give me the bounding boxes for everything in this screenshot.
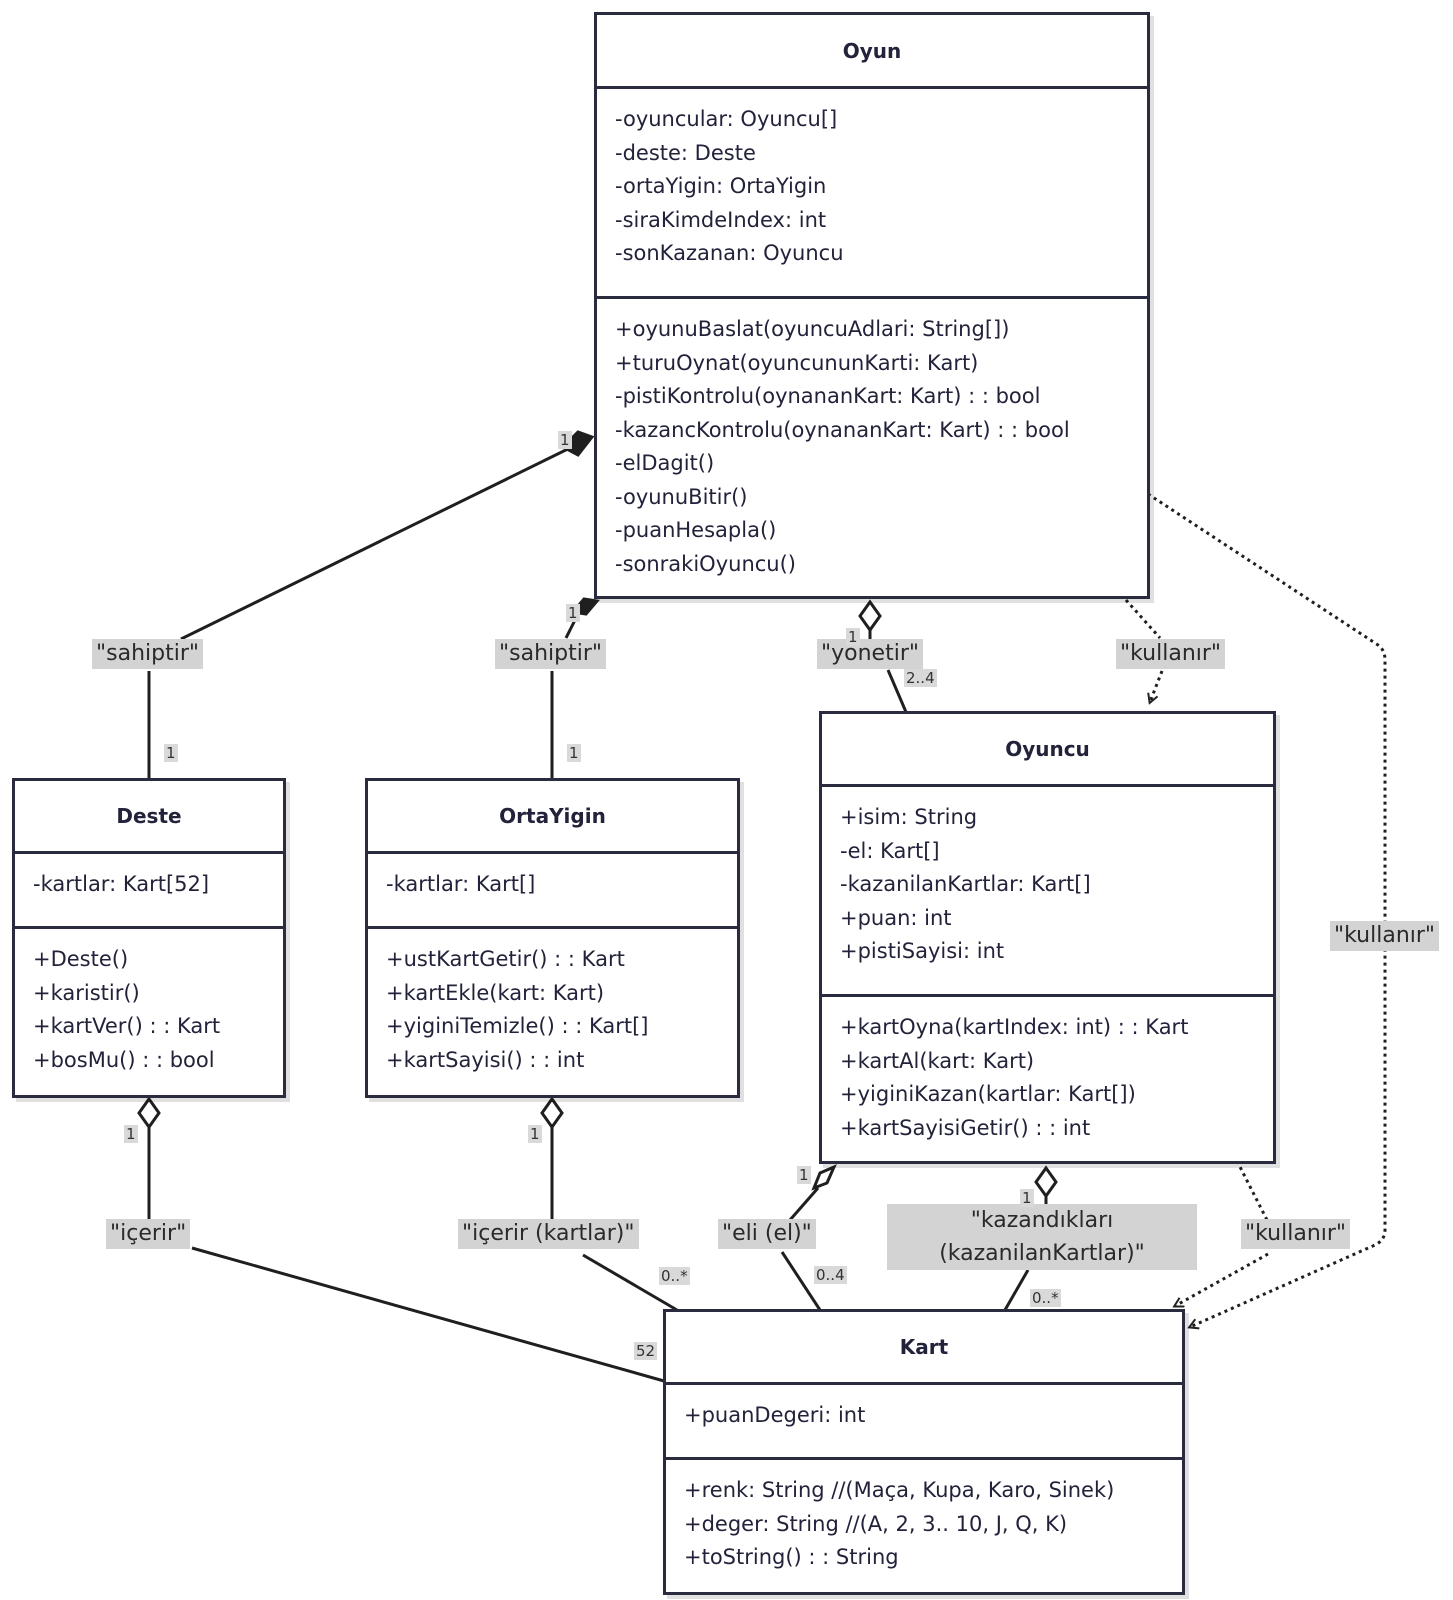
method: -elDagit() — [615, 451, 715, 475]
mult-ortayigin-kart-source: 1 — [528, 1125, 542, 1143]
attribute: -kartlar: Kart[] — [386, 872, 536, 896]
attribute: -oyuncular: Oyuncu[] — [615, 107, 838, 131]
class-oyun-attributes: -oyuncular: Oyuncu[] -deste: Deste -orta… — [597, 89, 1147, 296]
class-ortayigin-methods: +ustKartGetir() : : Kart +kartEkle(kart:… — [368, 926, 737, 1077]
label-oyuncu-kart-el: "eli (el)" — [718, 1219, 816, 1249]
method: +karistir() — [33, 980, 140, 1005]
attribute: +puanDegeri: int — [684, 1403, 866, 1427]
class-deste-attributes: -kartlar: Kart[52] — [15, 854, 283, 926]
aggregation-diamond-ortayigin-kart — [540, 1096, 564, 1130]
method: +renk: String //(Maça, Kupa, Karo, Sinek… — [684, 1478, 1115, 1502]
class-kart-attributes: +puanDegeri: int — [666, 1385, 1182, 1457]
class-kart-title: Kart — [666, 1312, 1182, 1385]
method: +bosMu() : : bool — [33, 1047, 215, 1072]
method: -sonrakiOyuncu() — [615, 551, 796, 576]
dependency-oyun-oyuncu-lower — [1150, 670, 1164, 702]
method: +oyunuBaslat(oyuncuAdlari: String[]) — [615, 317, 1010, 341]
class-oyun-title: Oyun — [597, 15, 1147, 89]
attribute: +pistiSayisi: int — [840, 939, 1005, 963]
class-kart-methods: +renk: String //(Maça, Kupa, Karo, Sinek… — [666, 1457, 1182, 1575]
attribute: -ortaYigin: OrtaYigin — [615, 174, 827, 198]
method: +yiginiTemizle() : : Kart[] — [386, 1014, 649, 1038]
method: +kartOyna(kartIndex: int) : : Kart — [840, 1015, 1189, 1039]
mult-oyuncu-kart-el-source: 1 — [797, 1166, 811, 1184]
aggregation-diamond-oyuncu-kart-el — [811, 1164, 837, 1191]
method: -oyunuBitir() — [615, 484, 748, 509]
method: +kartEkle(kart: Kart) — [386, 980, 605, 1005]
method: -puanHesapla() — [615, 518, 777, 542]
method: -kazancKontrolu(oynananKart: Kart) : : b… — [615, 417, 1070, 442]
mult-oyun-oyuncu-source: 1 — [846, 628, 860, 646]
method: +ustKartGetir() : : Kart — [386, 947, 625, 971]
dependency-oyuncu-kart — [1235, 1160, 1269, 1221]
attribute: -deste: Deste — [615, 140, 756, 165]
method: +toString() : : String — [684, 1545, 899, 1569]
label-oyun-oyuncu-kullanir: "kullanır" — [1116, 639, 1226, 669]
label-oyun-ortayigin: "sahiptir" — [495, 639, 606, 669]
method: +yiginiKazan(kartlar: Kart[]) — [840, 1082, 1136, 1106]
label-oyun-kart-kullanir: "kullanır" — [1330, 921, 1440, 951]
method: +kartSayisiGetir() : : int — [840, 1115, 1091, 1140]
mult-oyun-oyuncu-target: 2..4 — [904, 669, 937, 687]
class-deste-methods: +Deste() +karistir() +kartVer() : : Kart… — [15, 926, 283, 1077]
attribute: -sonKazanan: Oyuncu — [615, 241, 844, 265]
label-oyuncu-kart-kullanir: "kullanır" — [1241, 1219, 1351, 1249]
edge-oyuncu-kart-el-lower — [780, 1251, 822, 1311]
class-ortayigin-title: OrtaYigin — [368, 781, 737, 854]
mult-ortayigin-kart-target: 0..* — [659, 1267, 690, 1285]
class-oyuncu[interactable]: Oyuncu +isim: String -el: Kart[] -kazani… — [819, 711, 1276, 1164]
edge-oyuncu-kart-el — [788, 1187, 820, 1221]
attribute: -siraKimdeIndex: int — [615, 207, 827, 232]
class-oyun-methods: +oyunuBaslat(oyuncuAdlari: String[]) +tu… — [597, 296, 1147, 581]
aggregation-diamond-oyun-oyuncu — [858, 599, 882, 633]
attribute: +puan: int — [840, 905, 952, 930]
mult-oyuncu-kart-kazan-source: 1 — [1020, 1189, 1034, 1207]
mult-deste-kart-source: 1 — [124, 1125, 138, 1143]
label-oyun-oyuncu-yonetir: "yönetir" — [817, 639, 923, 669]
edge-oyun-deste — [180, 442, 579, 641]
method: +kartAl(kart: Kart) — [840, 1048, 1035, 1073]
attribute: +isim: String — [840, 805, 978, 829]
label-deste-kart: "içerir" — [106, 1219, 191, 1249]
class-deste-title: Deste — [15, 781, 283, 854]
mult-deste-kart-target: 52 — [634, 1342, 658, 1360]
class-deste[interactable]: Deste -kartlar: Kart[52] +Deste() +karis… — [12, 778, 286, 1098]
label-oyun-deste: "sahiptir" — [92, 639, 203, 669]
label-oyuncu-kart-kazandiklari: "kazandıkları (kazanilanKartlar)" — [887, 1204, 1197, 1270]
dependency-oyun-kart — [1147, 492, 1387, 1327]
mult-oyun-deste-source: 1 — [558, 431, 572, 449]
dependency-oyun-oyuncu — [1124, 598, 1162, 640]
label-ortayigin-kart: "içerir (kartlar)" — [458, 1219, 639, 1249]
class-oyun[interactable]: Oyun -oyuncular: Oyuncu[] -deste: Deste … — [594, 12, 1150, 599]
class-oyuncu-methods: +kartOyna(kartIndex: int) : : Kart +kart… — [822, 994, 1273, 1145]
aggregation-diamond-oyuncu-kart-kazan — [1034, 1165, 1058, 1199]
method: +deger: String //(A, 2, 3.. 10, J, Q, K) — [684, 1511, 1068, 1536]
attribute: -kartlar: Kart[52] — [33, 872, 210, 896]
mult-oyun-ortayigin-target: 1 — [567, 744, 581, 762]
mult-oyuncu-kart-kazan-target: 0..* — [1030, 1289, 1061, 1307]
method: +Deste() — [33, 947, 129, 971]
class-kart[interactable]: Kart +puanDegeri: int +renk: String //(M… — [663, 1309, 1185, 1595]
class-oyuncu-title: Oyuncu — [822, 714, 1273, 787]
edge-ortayigin-kart-lower — [582, 1253, 678, 1312]
mult-oyun-deste-target: 1 — [164, 744, 178, 762]
method: -pistiKontrolu(oynananKart: Kart) : : bo… — [615, 384, 1041, 408]
class-oyuncu-attributes: +isim: String -el: Kart[] -kazanilanKart… — [822, 787, 1273, 994]
attribute: -el: Kart[] — [840, 838, 940, 863]
method: +kartSayisi() : : int — [386, 1047, 585, 1072]
attribute: -kazanilanKartlar: Kart[] — [840, 872, 1091, 896]
aggregation-diamond-deste-kart — [137, 1096, 161, 1130]
edge-oyun-oyuncu-lower — [886, 669, 908, 713]
class-ortayigin[interactable]: OrtaYigin -kartlar: Kart[] +ustKartGetir… — [365, 778, 740, 1098]
edge-oyuncu-kart-kazan-lower — [1003, 1269, 1030, 1311]
mult-oyuncu-kart-el-target: 0..4 — [814, 1266, 847, 1284]
mult-oyun-ortayigin-source: 1 — [566, 604, 580, 622]
method: +turuOynat(oyuncununKarti: Kart) — [615, 350, 979, 375]
method: +kartVer() : : Kart — [33, 1014, 221, 1038]
class-ortayigin-attributes: -kartlar: Kart[] — [368, 854, 737, 926]
edge-deste-kart-lower — [191, 1246, 665, 1383]
